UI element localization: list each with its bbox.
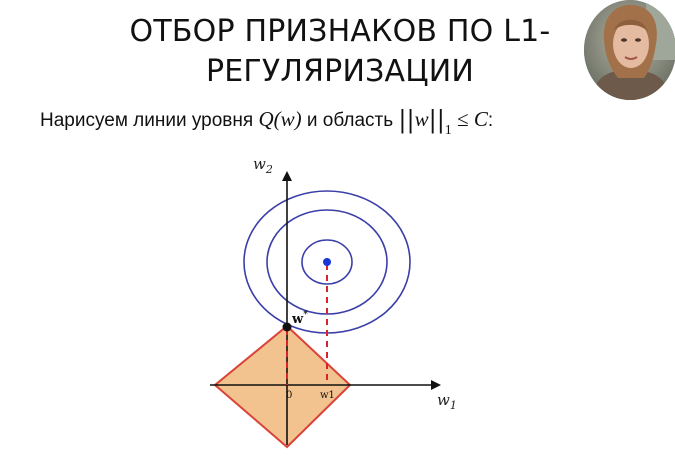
y-axis-arrow xyxy=(282,171,292,181)
w-star-point xyxy=(282,322,292,332)
subtitle-text-prefix: Нарисуем линии уровня xyxy=(40,110,259,131)
constant-c: C xyxy=(473,107,488,131)
le-sign: ≤ xyxy=(451,107,474,131)
norm-variable: w xyxy=(414,107,429,131)
q-of-w-formula: Q(w) xyxy=(258,107,302,131)
norm-open-bars: || xyxy=(398,106,415,134)
w1-tick-label: w1 xyxy=(320,390,335,401)
w-star-label: w* xyxy=(291,310,308,327)
unregularized-optimum-point xyxy=(323,258,331,266)
origin-label: 0 xyxy=(286,390,292,401)
x-axis-arrow xyxy=(431,380,441,390)
norm-close-bars: || xyxy=(428,106,445,134)
x-axis-label: w1 xyxy=(437,391,457,412)
y-axis-label: w2 xyxy=(253,155,273,176)
presenter-video-icon xyxy=(584,0,675,100)
subtitle-text-mid: и область xyxy=(301,110,399,131)
l1-regularization-diagram: w2 w1 w* 0 w1 xyxy=(195,145,485,455)
slide-title: ОТБОР ПРИЗНАКОВ ПО L1- РЕГУЛЯРИЗАЦИИ xyxy=(129,14,551,89)
l1-norm-diamond xyxy=(213,324,352,449)
contour-inner xyxy=(301,239,353,285)
slide-subtitle: Нарисуем линии уровня Q(w) и область ||w… xyxy=(40,104,493,146)
presenter-webcam xyxy=(584,0,675,100)
norm-subscript: 1 xyxy=(444,123,452,138)
subtitle-colon: : xyxy=(487,110,494,131)
